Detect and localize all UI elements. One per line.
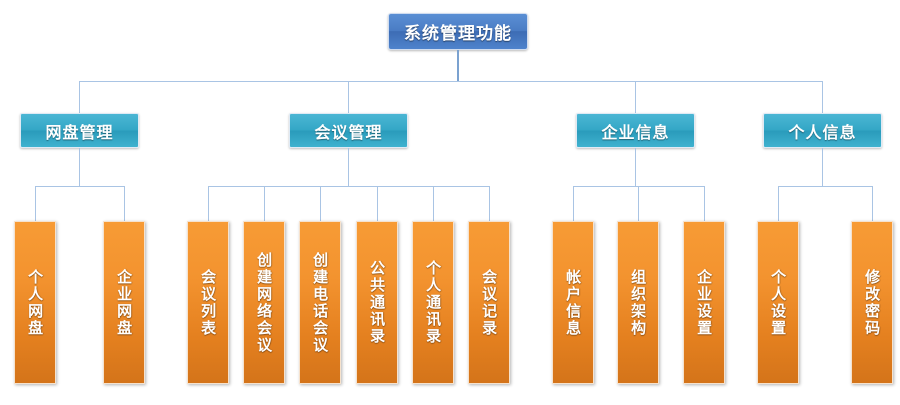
connector-drop-branch-4 xyxy=(822,81,823,113)
node-label: 修改密码 xyxy=(863,268,882,337)
node-label: 个人信息 xyxy=(788,122,857,142)
node-label: 个人通讯录 xyxy=(424,260,443,345)
node-leaf-meeting-records[interactable]: 会议记录 xyxy=(468,221,510,384)
connector-stem-branch-2 xyxy=(348,148,349,186)
connector-drop-leaf-2-2 xyxy=(264,186,265,221)
node-leaf-personal-contacts[interactable]: 个人通讯录 xyxy=(412,221,454,384)
node-branch-meeting-management[interactable]: 会议管理 xyxy=(289,113,408,148)
node-branch-enterprise-info[interactable]: 企业信息 xyxy=(576,113,695,148)
node-leaf-create-web-meeting[interactable]: 创建网络会议 xyxy=(243,221,285,384)
connector-stem-branch-3 xyxy=(635,148,636,186)
connector-drop-branch-1 xyxy=(79,81,80,113)
connector-stem-branch-1 xyxy=(79,148,80,186)
connector-drop-branch-3 xyxy=(635,81,636,113)
node-label: 企业信息 xyxy=(601,122,670,142)
node-label: 会议列表 xyxy=(199,268,218,337)
node-label: 企业网盘 xyxy=(115,268,134,337)
node-label: 会议记录 xyxy=(480,268,499,337)
node-label: 组织架构 xyxy=(629,268,648,337)
node-root-system-management[interactable]: 系统管理功能 xyxy=(388,13,528,50)
node-label: 公共通讯录 xyxy=(368,260,387,345)
connector-drop-leaf-4-2 xyxy=(872,186,873,221)
node-leaf-personal-settings[interactable]: 个人设置 xyxy=(757,221,799,384)
connector-drop-leaf-2-6 xyxy=(489,186,490,221)
node-leaf-change-password[interactable]: 修改密码 xyxy=(851,221,893,384)
connector-bus-branch-4 xyxy=(778,186,872,187)
node-leaf-personal-disk[interactable]: 个人网盘 xyxy=(14,221,56,384)
connector-drop-leaf-2-4 xyxy=(377,186,378,221)
node-label: 个人网盘 xyxy=(26,268,45,337)
node-leaf-account-info[interactable]: 帐户信息 xyxy=(552,221,594,384)
connector-drop-leaf-3-1 xyxy=(573,186,574,221)
connector-drop-leaf-2-1 xyxy=(208,186,209,221)
node-label: 企业设置 xyxy=(695,268,714,337)
node-leaf-enterprise-settings[interactable]: 企业设置 xyxy=(683,221,725,384)
connector-drop-leaf-2-3 xyxy=(320,186,321,221)
node-label: 创建网络会议 xyxy=(255,251,274,354)
node-leaf-create-phone-meeting[interactable]: 创建电话会议 xyxy=(299,221,341,384)
node-leaf-meeting-list[interactable]: 会议列表 xyxy=(187,221,229,384)
node-label: 帐户信息 xyxy=(564,268,583,337)
node-label: 会议管理 xyxy=(314,122,383,142)
node-label: 个人设置 xyxy=(769,268,788,337)
connector-main-bus xyxy=(79,81,823,82)
connector-stem-branch-4 xyxy=(822,148,823,186)
connector-bus-branch-2 xyxy=(208,186,489,187)
connector-root-stem xyxy=(457,50,459,81)
node-branch-personal-info[interactable]: 个人信息 xyxy=(763,113,882,148)
node-label: 系统管理功能 xyxy=(404,24,512,44)
node-leaf-public-contacts[interactable]: 公共通讯录 xyxy=(356,221,398,384)
connector-bus-branch-1 xyxy=(35,186,124,187)
connector-drop-leaf-2-5 xyxy=(433,186,434,221)
connector-drop-leaf-4-1 xyxy=(778,186,779,221)
connector-drop-leaf-3-2 xyxy=(638,186,639,221)
node-leaf-org-structure[interactable]: 组织架构 xyxy=(617,221,659,384)
connector-drop-leaf-1-2 xyxy=(124,186,125,221)
node-label: 网盘管理 xyxy=(45,122,114,142)
node-label: 创建电话会议 xyxy=(311,251,330,354)
connector-drop-leaf-3-3 xyxy=(704,186,705,221)
node-branch-disk-management[interactable]: 网盘管理 xyxy=(20,113,139,148)
connector-drop-branch-2 xyxy=(348,81,349,113)
connector-drop-leaf-1-1 xyxy=(35,186,36,221)
node-leaf-enterprise-disk[interactable]: 企业网盘 xyxy=(103,221,145,384)
